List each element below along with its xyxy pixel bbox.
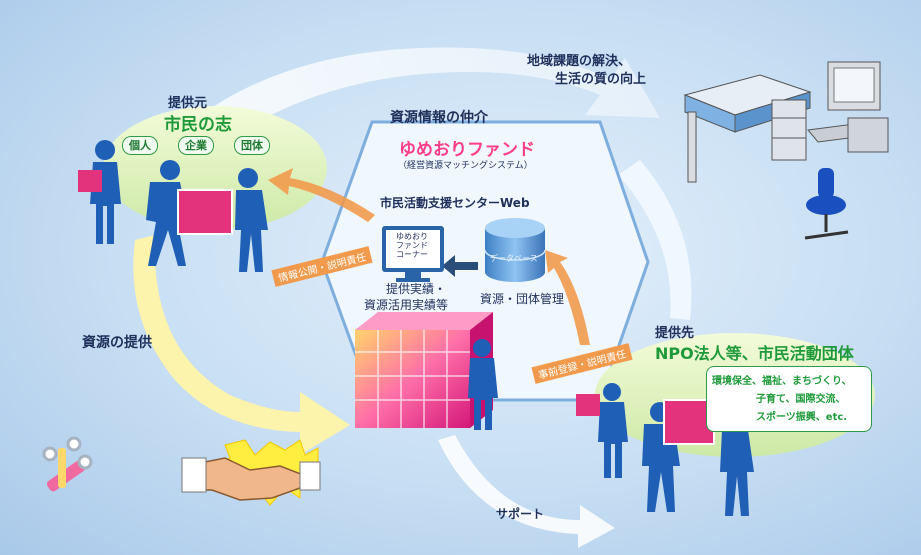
corner-line3: コーナー [396,250,428,259]
corner-line2: ファンド [396,241,428,250]
fields-line1: 環境保全、福祉、まちづくり、 [712,376,852,387]
recipient-title: 提供先 [655,326,695,341]
top-curved-arrow [150,47,660,170]
office-desk-computer-icon [683,61,889,183]
right-curved-arrow [618,160,692,320]
tools-icon [42,436,93,492]
pill-individual: 個人 [122,136,158,155]
recipient-box-small [576,394,600,416]
monitor-icon [382,226,444,282]
database-icon [484,218,546,282]
mediation-label: 資源情報の仲介 [390,110,488,126]
registration-arrow [545,250,590,345]
db-label: データベース [490,254,538,263]
fields-line2: 子育て、国際交流、 [756,394,846,405]
web-label: 市民活動支援センターWeb [380,196,530,210]
provider-box-large [177,189,233,235]
pill-group: 団体 [234,136,270,155]
corner-label: ゆめおり ファンド コーナー [389,232,435,259]
recipient-heading: NPO法人等、市民活動団体 [655,344,854,363]
goal-line2: 生活の質の向上 [555,72,647,87]
corner-line1: ゆめおり [396,232,428,241]
fund-subtitle: （経営資源マッチングシステム） [398,161,533,171]
results-line2: 資源活用実績等 [364,298,449,312]
worker-icon [468,339,498,430]
fund-name: ゆめおりファンド [399,140,535,160]
provider-heading: 市民の志 [164,115,232,135]
resource-provision-label: 資源の提供 [82,335,152,351]
management-label: 資源・団体管理 [480,292,565,306]
fields-line3: スポーツ振興、etc. [756,412,848,423]
disclosure-arrow [268,168,375,222]
db-to-corner-arrow [442,255,478,277]
recipient-fields-box [706,366,872,432]
handshake-icon [181,439,321,506]
provider-box-small [78,170,102,192]
support-label: サポート [496,507,545,521]
resource-provision-arrow [133,235,350,455]
goal-line1: 地域課題の解決、 [527,54,632,69]
provider-title: 提供元 [168,96,208,111]
recipient-box-large [663,399,715,445]
support-arrow [438,435,615,548]
pill-company: 企業 [178,136,214,155]
office-chair-icon [804,168,849,240]
results-line1: 提供実績・ [386,282,447,296]
